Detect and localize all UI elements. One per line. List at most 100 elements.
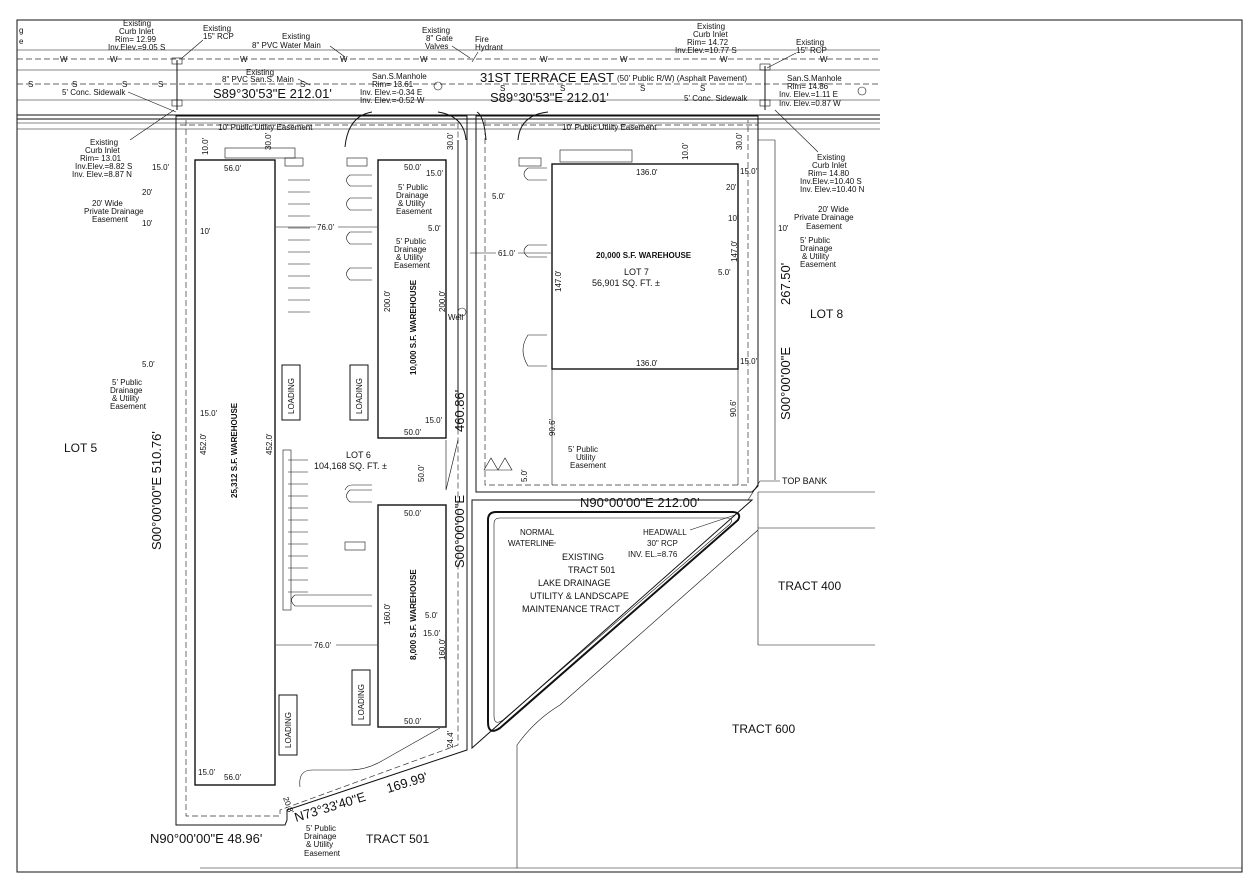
svg-text:Existing: Existing — [796, 38, 824, 47]
svg-text:5' Public: 5' Public — [568, 445, 598, 454]
dim-50-w2-bottom: 50.0' — [404, 428, 422, 437]
utility-easement-right: 10' Public Utility Easement — [562, 123, 657, 132]
svg-text:Easement: Easement — [570, 461, 607, 470]
road-name: 31ST TERRACE EAST — [480, 70, 614, 85]
svg-text:Fire: Fire — [475, 35, 489, 44]
svg-text:5' Public: 5' Public — [800, 236, 830, 245]
svg-text:Easement: Easement — [110, 402, 147, 411]
lot6-boundary — [175, 115, 468, 826]
private-drainage-note-left: 20' Wide Private Drainage Easement — [84, 199, 144, 224]
svg-text:TOP BANK: TOP BANK — [782, 476, 827, 486]
svg-text:San.S.Manhole: San.S.Manhole — [787, 74, 842, 83]
dim-15-left-mid: 15.0' — [200, 409, 218, 418]
road-lines — [17, 49, 880, 130]
dim-10-left-in: 10' — [200, 227, 211, 236]
loading-label-2: LOADING — [355, 378, 364, 414]
dim-15-bottom: 15.0' — [198, 768, 216, 777]
svg-text:Rim= 13.61: Rim= 13.61 — [372, 80, 414, 89]
dim-30-lot7: 30.0' — [735, 132, 744, 150]
bearing-diagonal-len: 169.99' — [384, 769, 429, 796]
svg-text:Drainage: Drainage — [110, 386, 143, 395]
manhole-right-note: San.S.Manhole Rim= 14.86 Inv. Elev.=1.11… — [779, 74, 867, 108]
parking-lot7 — [224, 147, 633, 367]
tract600-boundary — [516, 529, 759, 868]
loading-label-1: LOADING — [287, 378, 296, 414]
svg-text:Drainage: Drainage — [800, 244, 833, 253]
well-label: Well — [448, 313, 464, 322]
sewer-mark: S — [122, 80, 127, 89]
svg-text:5' Public: 5' Public — [112, 378, 142, 387]
lot7-name: LOT 7 — [624, 267, 649, 277]
svg-text:Inv.Elev.=10.40 S: Inv.Elev.=10.40 S — [800, 177, 862, 186]
dim-24-4: 24.4' — [446, 730, 455, 748]
svg-text:WATERLINE: WATERLINE — [508, 539, 554, 548]
svg-text:Existing: Existing — [203, 24, 231, 33]
svg-text:Inv. Elev.=8.87 N: Inv. Elev.=8.87 N — [72, 170, 132, 179]
dim-15-left: 15.0' — [152, 163, 170, 172]
svg-text:8" PVC Water Main: 8" PVC Water Main — [252, 41, 321, 50]
dim-15-w2-top: 15.0' — [426, 169, 444, 178]
svg-text:MAINTENANCE TRACT: MAINTENANCE TRACT — [522, 604, 620, 614]
svg-text:8" PVC San.S. Main: 8" PVC San.S. Main — [222, 75, 294, 84]
dim-160-right: 160.0' — [438, 638, 447, 660]
dim-76-top: 76.0' — [317, 223, 335, 232]
svg-text:Drainage: Drainage — [396, 191, 429, 200]
parking-mid-bottom — [291, 489, 372, 607]
inlet-left-note: Existing Curb Inlet Rim= 13.01 Inv.Elev.… — [72, 99, 183, 179]
svg-text:San.S.Manhole: San.S.Manhole — [372, 72, 427, 81]
svg-text:Inv.Elev.=9.05 S: Inv.Elev.=9.05 S — [108, 43, 165, 52]
parking-left-mid — [282, 449, 308, 611]
svg-text:Existing: Existing — [697, 22, 725, 31]
svg-text:Curb Inlet: Curb Inlet — [812, 161, 847, 170]
svg-text:Rim= 14.86: Rim= 14.86 — [787, 82, 829, 91]
warehouse-20000 — [551, 163, 739, 370]
svg-text:NORMAL: NORMAL — [520, 528, 555, 537]
rcp-right-note: Existing 15" RCP — [766, 38, 827, 69]
svg-text:Valves: Valves — [425, 42, 448, 51]
svg-text:UTILITY & LANDSCAPE: UTILITY & LANDSCAPE — [530, 591, 629, 601]
sidewalk-right-label: 5' Conc. Sidewalk — [684, 94, 748, 103]
svg-text:Easement: Easement — [800, 260, 837, 269]
warehouse-10000 — [377, 159, 447, 439]
utility-easement-note-lot7: 5' Public Utility Easement — [568, 445, 607, 470]
warehouse-8000 — [377, 504, 447, 728]
svg-text:5' Public: 5' Public — [398, 183, 428, 192]
dim-136-top: 136.0' — [636, 168, 658, 177]
drainage-easement-note-w2: 5' Public Drainage & Utility Easement — [396, 183, 433, 216]
lot5-label: LOT 5 — [64, 441, 97, 455]
dim-90-6-left: 90.6' — [548, 418, 557, 436]
svg-text:Hydrant: Hydrant — [475, 43, 504, 52]
svg-text:Existing: Existing — [90, 138, 118, 147]
svg-text:20' Wide: 20' Wide — [818, 205, 849, 214]
loading-label-4: LOADING — [284, 712, 293, 748]
water-mark: W — [240, 55, 248, 64]
bearing-diagonal: N73°33'40"E — [292, 789, 367, 825]
dim-50-w3-bottom: 50.0' — [404, 717, 422, 726]
svg-text:Easement: Easement — [806, 222, 843, 231]
sewer-mark: S — [640, 84, 645, 93]
svg-text:Utility: Utility — [576, 453, 596, 462]
sewer-mark: S — [560, 84, 565, 93]
bearing-east-len: 267.50' — [778, 263, 793, 305]
svg-text:& Utility: & Utility — [802, 252, 829, 261]
dim-56-bottom: 56.0' — [224, 773, 242, 782]
svg-text:20' Wide: 20' Wide — [92, 199, 123, 208]
svg-text:HEADWALL: HEADWALL — [643, 528, 687, 537]
lot8-label: LOT 8 — [810, 307, 843, 321]
dim-5-lot7: 5.0' — [492, 192, 505, 201]
sheet-border — [16, 19, 1243, 873]
lot6-inner-boundary — [185, 120, 459, 817]
svg-text:Inv. Elev.=-0.52 W: Inv. Elev.=-0.52 W — [360, 96, 425, 105]
rcp-left-note: Existing 15" RCP — [181, 24, 234, 59]
svg-text:LAKE DRAINAGE: LAKE DRAINAGE — [538, 578, 611, 588]
tract501-bottom-label: TRACT 501 — [366, 832, 429, 846]
svg-text:Existing: Existing — [123, 19, 151, 28]
lake-waterline-inner — [493, 517, 732, 723]
tract400-label: TRACT 400 — [778, 579, 841, 593]
svg-text:Easement: Easement — [304, 849, 341, 858]
headwall-note: HEADWALL 30" RCP INV. EL.=8.76 — [628, 514, 736, 559]
svg-text:Inv. Elev.=10.40 N: Inv. Elev.=10.40 N — [800, 185, 865, 194]
sewer-mark: S — [72, 80, 77, 89]
dim-5-lot7-right: 5.0' — [718, 268, 731, 277]
inlet-right-note: Existing Curb Inlet Rim= 14.80 Inv.Elev.… — [759, 99, 865, 194]
